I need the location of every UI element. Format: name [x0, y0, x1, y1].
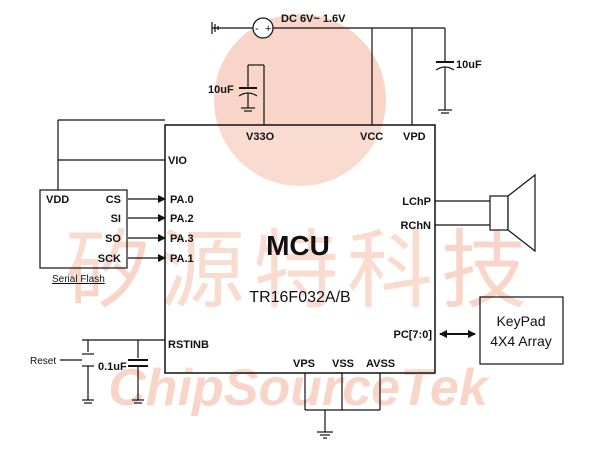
keypad-line1: KeyPad [496, 313, 545, 329]
flash-si: SI [111, 213, 121, 225]
speaker-body [489, 195, 509, 231]
v33o-cap: 10uF [208, 64, 265, 125]
pin-pa0: PA.0 [170, 194, 194, 206]
watermark-logo [214, 14, 386, 186]
flash-box [39, 189, 128, 269]
flash-caption: Serial Flash [52, 274, 105, 285]
vio-wiring [57, 119, 165, 190]
pin-pa1: PA.1 [170, 253, 194, 265]
pin-v33o: V33O [246, 131, 275, 143]
cap-vcc-label: 10uF [456, 59, 482, 71]
mcu-title: MCU [266, 230, 330, 261]
flash-cs: CS [106, 194, 121, 206]
flash-sck: SCK [98, 253, 121, 265]
speaker-icon [507, 173, 536, 253]
serial-flash: VDD CS SI SO SCK Serial Flash [39, 189, 166, 285]
supply-label: DC 6V~ 1.6V [281, 13, 346, 25]
mcu-part: TR16F032A/B [249, 289, 350, 306]
reset-cap-label: 0.1uF [98, 361, 127, 373]
pin-pa3: PA.3 [170, 233, 194, 245]
pin-rstinb: RSTINB [168, 339, 209, 351]
keypad-line2: 4X4 Array [490, 333, 551, 349]
mcu-box [164, 124, 436, 374]
reset-circuit: Reset 0.1uF [30, 339, 165, 404]
power-supply: - + DC 6V~ 1.6V 10uF [211, 13, 482, 125]
pin-vcc: VCC [360, 131, 383, 143]
mcu-block: MCU TR16F032A/B V33O VCC VPD VIO PA.0 PA… [164, 124, 436, 374]
keypad-box [479, 296, 564, 365]
pin-rchn: RChN [400, 220, 431, 232]
pin-lchp: LChP [402, 196, 431, 208]
svg-text:-: - [255, 23, 259, 35]
reset-label: Reset [30, 356, 56, 367]
pin-vps: VPS [293, 358, 315, 370]
pin-vpd: VPD [403, 131, 426, 143]
pin-vss: VSS [332, 358, 354, 370]
keypad: KeyPad 4X4 Array [439, 296, 564, 365]
watermark: 矽源特科技 ChipSourceTek [65, 14, 535, 417]
flash-so: SO [105, 233, 121, 245]
cap-v33o-label: 10uF [208, 84, 234, 96]
pin-pa2: PA.2 [170, 213, 194, 225]
pin-pc: PC[7:0] [393, 329, 432, 341]
speaker [435, 173, 536, 253]
watermark-chinese: 矽源特科技 [65, 223, 535, 319]
pin-vio: VIO [168, 155, 187, 167]
ground-bus [304, 373, 381, 439]
watermark-latin: ChipSourceTek [108, 359, 491, 417]
flash-vdd: VDD [46, 194, 69, 206]
pin-avss: AVSS [366, 358, 395, 370]
svg-text:+: + [265, 23, 271, 35]
